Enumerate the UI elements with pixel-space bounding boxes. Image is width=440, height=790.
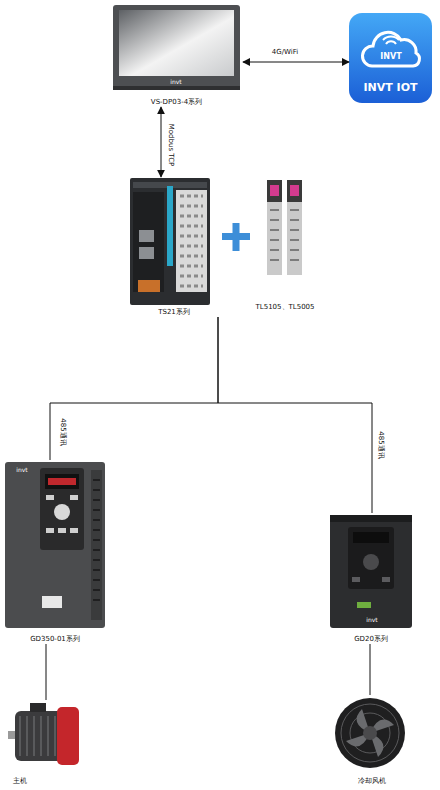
module-top <box>267 180 282 202</box>
bus-line <box>370 644 371 695</box>
fan-blades <box>346 709 394 757</box>
motor-fins <box>20 716 55 756</box>
vent-slots <box>93 480 100 600</box>
expansion-modules <box>267 180 302 275</box>
keypad-panel <box>40 468 84 550</box>
keypad-panel <box>348 527 394 589</box>
drive-node: GD350-01系列 <box>3 460 107 644</box>
link-label: Modbus TCP <box>167 123 174 168</box>
module-top <box>287 180 302 202</box>
drive-vent <box>91 470 102 620</box>
terminal-block <box>176 190 207 292</box>
brand-logo: invt <box>170 79 181 85</box>
device-label: 冷却风机 <box>358 777 386 786</box>
device-label: 主机 <box>13 777 27 786</box>
device-label: TL5105、TL5005 <box>256 303 315 312</box>
link-label: 485通讯 <box>59 417 66 446</box>
keypad-key <box>46 528 54 533</box>
link-arrow <box>161 107 162 177</box>
keypad-knob <box>363 554 379 570</box>
motor-end-cap <box>57 707 79 765</box>
link-arrow <box>243 62 349 63</box>
plc-stripe <box>167 186 173 266</box>
terminal-screws <box>180 196 203 286</box>
module-node: TL5105、TL5005 <box>262 178 308 312</box>
plus-sign <box>222 223 250 251</box>
app-name: INVT IOT <box>363 81 417 94</box>
bus-line <box>50 317 218 460</box>
device-label: TS21系列 <box>158 308 190 317</box>
plc-device <box>130 178 210 305</box>
cloud-outline <box>362 32 419 66</box>
keypad-display <box>45 474 79 489</box>
drive-node: GD20系列 <box>328 513 414 644</box>
fan-hub <box>363 726 377 740</box>
module-tag <box>270 185 279 196</box>
plus-bar <box>233 223 240 251</box>
display-glow <box>48 478 76 485</box>
device-label: VS-DP03-4系列 <box>151 98 202 107</box>
bus-line <box>46 644 47 700</box>
keypad-key <box>70 528 78 533</box>
keypad-key <box>70 495 78 500</box>
module-tag <box>290 185 299 196</box>
hmi-frame <box>113 5 240 90</box>
keypad-key <box>352 577 360 582</box>
status-sticker <box>357 602 371 608</box>
brand-logo: invt <box>16 467 27 473</box>
plc-body <box>130 178 210 305</box>
terminal-box <box>30 703 46 712</box>
brand-logo: INVT <box>380 53 401 61</box>
hmi-node: VS-DP03-4系列 <box>110 3 243 107</box>
ethernet-port <box>139 230 154 242</box>
small-drive <box>330 515 412 628</box>
drive-housing <box>330 515 412 628</box>
link-label: 4G/WiFi <box>271 49 299 56</box>
nameplate <box>42 596 62 608</box>
motor-node: 主机 <box>5 700 85 786</box>
fan-guard <box>341 704 399 762</box>
iot-icon <box>349 13 432 103</box>
plc-cpu-face <box>133 192 164 292</box>
motor <box>8 703 79 765</box>
power-terminal <box>138 280 160 292</box>
device-label: GD350-01系列 <box>30 635 80 644</box>
module-terminals <box>270 210 299 260</box>
large-drive <box>5 462 105 628</box>
device-label: GD20系列 <box>354 635 388 644</box>
keypad-key <box>382 577 390 582</box>
fan-node: 冷却风机 <box>332 695 412 786</box>
fan-frame <box>335 698 405 768</box>
hmi-device <box>113 5 240 90</box>
iot-tile <box>349 13 432 103</box>
brand-logo: invt <box>366 617 377 623</box>
keypad-knob <box>54 504 70 520</box>
hmi-base <box>113 86 240 90</box>
drive-top <box>330 515 412 522</box>
keypad-key <box>58 528 66 533</box>
plc-node: TS21系列 <box>128 177 220 317</box>
ethernet-port <box>139 247 154 259</box>
keypad-key <box>46 495 54 500</box>
cooling-fan <box>335 698 405 768</box>
drive-housing <box>5 462 105 628</box>
motor-body <box>15 711 63 761</box>
hmi-screen <box>119 10 234 76</box>
bus-line <box>218 317 372 513</box>
wifi-arcs <box>383 37 399 44</box>
keypad-display <box>353 532 389 543</box>
link-label: 485通讯 <box>377 430 384 459</box>
fan-guard <box>350 713 390 753</box>
